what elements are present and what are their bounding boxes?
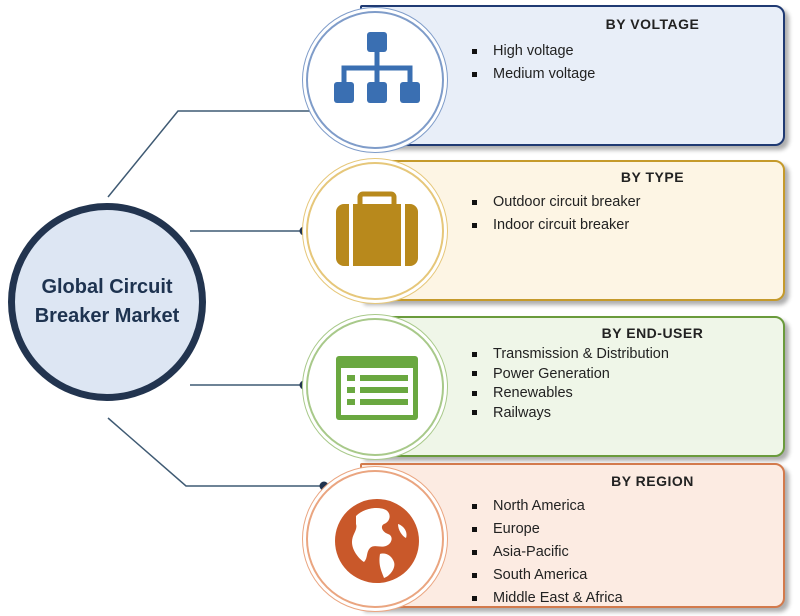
hierarchy-icon bbox=[334, 32, 420, 103]
connector-voltage bbox=[107, 110, 314, 198]
list-item: Europe bbox=[472, 518, 623, 541]
end-user-icon-circle bbox=[306, 318, 444, 456]
segment-items: High voltage Medium voltage bbox=[472, 40, 595, 86]
list-item: North America bbox=[472, 495, 623, 518]
segment-title: BY REGION bbox=[611, 473, 694, 489]
region-icon-circle bbox=[306, 470, 444, 608]
list-item: Medium voltage bbox=[472, 63, 595, 86]
segment-items: Outdoor circuit breaker Indoor circuit b… bbox=[472, 191, 640, 237]
list-item: Asia-Pacific bbox=[472, 541, 623, 564]
list-item: Outdoor circuit breaker bbox=[472, 191, 640, 214]
list-item: Indoor circuit breaker bbox=[472, 214, 640, 237]
list-item: Renewables bbox=[472, 384, 669, 404]
segment-items: North America Europe Asia-Pacific South … bbox=[472, 495, 623, 610]
list-item: Power Generation bbox=[472, 365, 669, 385]
list-item: Middle East & Africa bbox=[472, 587, 623, 610]
segment-title: BY END-USER bbox=[601, 325, 704, 341]
segment-title: BY TYPE bbox=[620, 169, 685, 185]
segment-items: Transmission & Distribution Power Genera… bbox=[472, 345, 669, 423]
list-item: South America bbox=[472, 564, 623, 587]
hub-title: Global Circuit Breaker Market bbox=[34, 276, 180, 327]
global-market-hub: Global Circuit Breaker Market bbox=[8, 203, 206, 401]
voltage-icon-circle bbox=[306, 11, 444, 149]
globe-icon bbox=[335, 499, 419, 583]
briefcase-icon bbox=[336, 191, 418, 266]
type-icon-circle bbox=[306, 162, 444, 300]
list-item: Railways bbox=[472, 404, 669, 424]
connector-region bbox=[107, 417, 324, 487]
segment-title: BY VOLTAGE bbox=[605, 16, 700, 32]
list-item: High voltage bbox=[472, 40, 595, 63]
list-item: Transmission & Distribution bbox=[472, 345, 669, 365]
list-icon bbox=[336, 356, 418, 420]
